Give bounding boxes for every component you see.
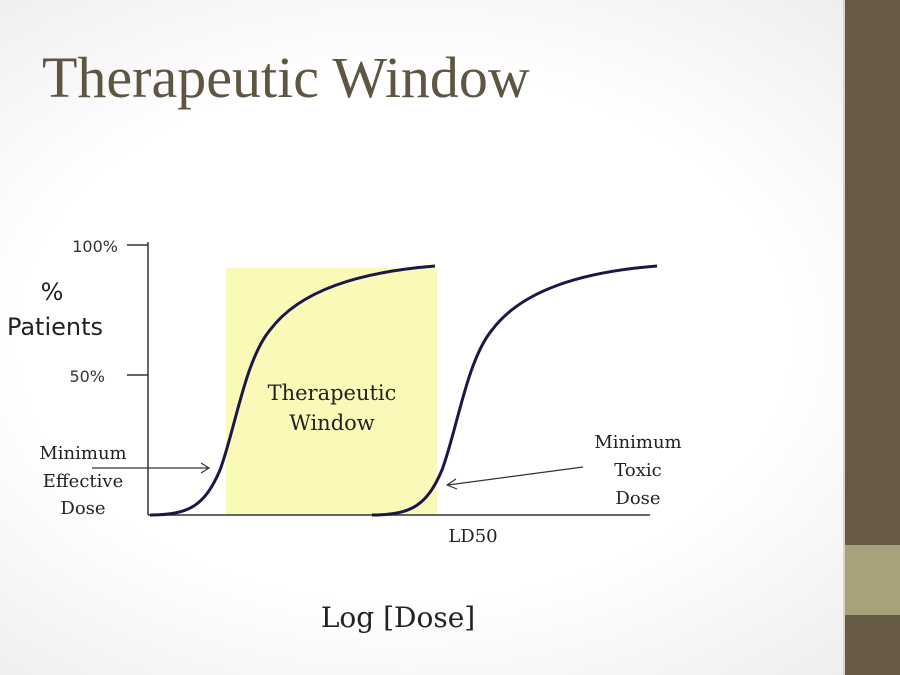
med-label-line2: Effective: [43, 471, 123, 492]
sidebar-accent-block: [845, 545, 900, 615]
ld50-label: LD50: [448, 526, 497, 547]
med-arrowhead-icon: [200, 462, 211, 474]
med-label-line3: Dose: [60, 498, 105, 519]
mtd-arrow: [447, 466, 584, 486]
mtd-arrowhead-icon: [445, 478, 458, 490]
y-axis-label-patients: Patients: [7, 313, 103, 341]
mtd-label-line3: Dose: [615, 488, 660, 509]
window-label-line2: Window: [289, 411, 375, 435]
effective-dose-curve: [149, 264, 436, 517]
y-axis-label-percent: %: [41, 278, 64, 306]
toxic-dose-curve: [371, 264, 658, 517]
therapeutic-window-region: [226, 268, 437, 515]
slide-title: Therapeutic Window: [42, 45, 530, 110]
x-axis-label: Log [Dose]: [321, 601, 475, 634]
med-label-line1: Minimum: [39, 443, 126, 464]
tick-label-50: 50%: [69, 367, 105, 386]
tick-label-100: 100%: [72, 237, 118, 256]
mtd-label-line1: Minimum: [594, 432, 681, 453]
mtd-label-line2: Toxic: [614, 460, 661, 481]
window-label-line1: Therapeutic: [268, 381, 397, 405]
